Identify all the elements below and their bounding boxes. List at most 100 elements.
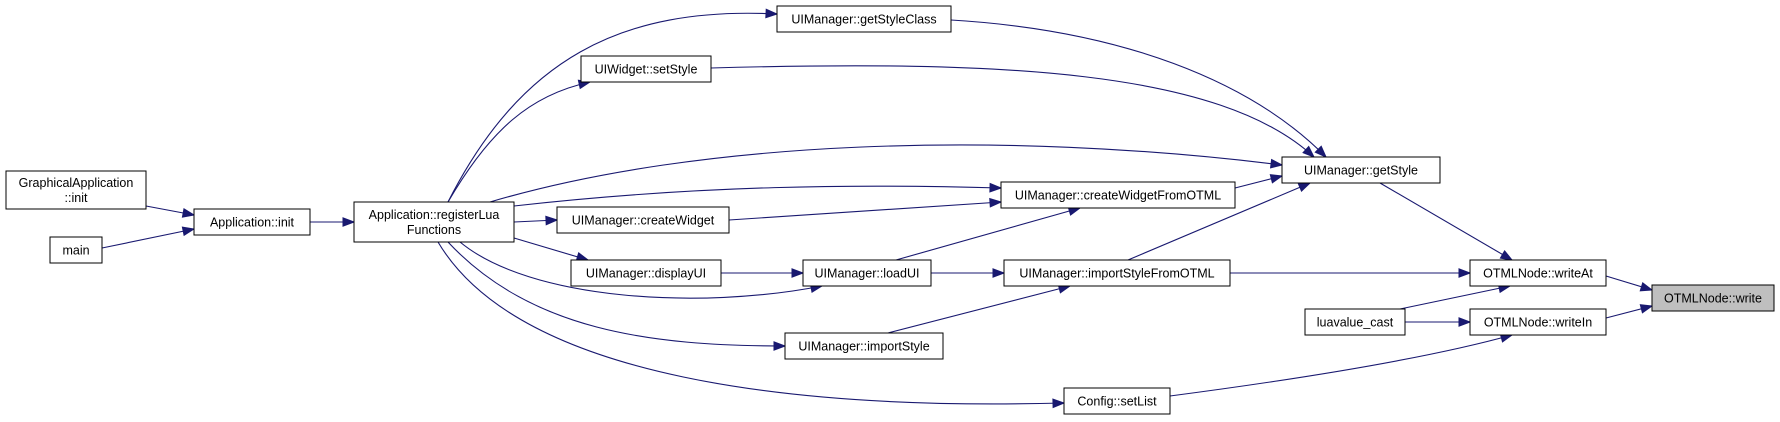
node-box [1281,156,1441,184]
node-uimanager-get-style-class[interactable]: UIManager::getStyleClass [776,5,952,33]
node-luavalue-cast[interactable]: luavalue_cast [1304,308,1406,336]
edge-register-lua-functions-to-uiwidget-set-style [447,79,592,203]
edge-uimanager-import-style-to-uimanager-import-style-from-otml [887,284,1072,334]
node-label: main [62,244,89,258]
arrowhead [765,8,779,19]
node-box [580,55,712,83]
arrowhead [773,341,787,351]
edge-register-lua-functions-to-config-set-list [437,241,1066,409]
node-label: Config::setList [1077,395,1157,409]
node-uiwidget-set-style[interactable]: UIWidget::setStyle [580,55,712,83]
node-box [802,259,932,287]
node-box [5,170,147,210]
node-label: Application::registerLua [369,208,500,222]
edge-luavalue-cast-to-otmlnode-write-in [1405,317,1472,327]
edge-application-init-to-register-lua-functions [310,217,356,227]
arrowhead [1297,182,1312,193]
node-label: Functions [407,223,461,237]
node-graphical-application-init[interactable]: GraphicalApplication::init [5,170,147,210]
node-otmlnode-write-in[interactable]: OTMLNode::writeIn [1469,308,1607,336]
node-label: Application::init [210,216,295,230]
node-box [556,206,730,234]
node-box [193,208,311,236]
node-box [1003,259,1231,287]
node-label: UIManager::createWidgetFromOTML [1015,189,1221,203]
arrowhead [992,268,1006,278]
node-label: GraphicalApplication [19,176,134,190]
node-box [570,259,722,287]
edge-uimanager-get-style-to-otmlnode-write-at [1379,182,1514,261]
arrowhead [181,208,196,218]
arrowhead [989,197,1003,208]
arrowhead [1269,174,1284,184]
node-box [1651,284,1775,312]
arrowhead [1314,145,1327,158]
arrowhead [342,217,356,227]
edge-uimanager-load-ui-to-uimanager-import-style-from-otml [931,268,1006,278]
arrowhead [1269,158,1284,169]
node-box [1304,308,1406,336]
node-box [1469,308,1607,336]
node-main[interactable]: main [49,236,103,264]
arrowhead [1458,268,1472,278]
edge-graphical-application-init-to-application-init [145,205,196,218]
edge-uimanager-create-widget-from-otml-to-uimanager-get-style [1234,174,1284,189]
node-uimanager-load-ui[interactable]: UIManager::loadUI [802,259,932,287]
node-uimanager-display-ui[interactable]: UIManager::displayUI [570,259,722,287]
edge-register-lua-functions-to-uimanager-display-ui [513,237,590,262]
node-box [1063,387,1171,415]
edge-uimanager-display-ui-to-uimanager-load-ui [721,268,805,278]
edge-register-lua-functions-to-uimanager-get-style-class [447,8,779,203]
edge-otmlnode-write-in-to-otmlnode-write [1605,304,1654,319]
arrowhead [989,182,1003,193]
edge-uimanager-import-style-from-otml-to-uimanager-get-style [1127,182,1312,261]
edge-register-lua-functions-to-uimanager-create-widget-from-otml [513,182,1003,207]
node-label: OTMLNode::writeIn [1484,316,1592,330]
arrowhead [1302,145,1316,158]
edge-luavalue-cast-to-otmlnode-write-at [1399,283,1512,310]
node-otmlnode-write-at[interactable]: OTMLNode::writeAt [1469,259,1607,287]
node-uimanager-import-style-from-otml[interactable]: UIManager::importStyleFromOTML [1003,259,1231,287]
node-label: UIManager::displayUI [586,267,706,281]
node-box [1000,181,1236,209]
node-box [1469,259,1607,287]
node-label: UIManager::createWidget [572,214,715,228]
node-label: UIManager::getStyleClass [791,13,936,27]
node-label: UIManager::importStyleFromOTML [1019,267,1214,281]
node-label: UIManager::importStyle [798,340,929,354]
edge-register-lua-functions-to-uimanager-create-widget [513,215,559,226]
arrowhead [545,215,559,226]
edge-uimanager-import-style-from-otml-to-otmlnode-write-at [1230,268,1472,278]
edge-uimanager-get-style-class-to-uimanager-get-style [950,19,1327,158]
edge-uimanager-create-widget-to-uimanager-create-widget-from-otml [728,197,1003,221]
node-box [776,5,952,33]
edge-otmlnode-write-at-to-otmlnode-write [1605,275,1654,292]
node-uimanager-create-widget[interactable]: UIManager::createWidget [556,206,730,234]
edge-uiwidget-set-style-to-uimanager-get-style [710,65,1316,158]
node-label: UIWidget::setStyle [595,63,698,77]
node-uimanager-import-style[interactable]: UIManager::importStyle [784,332,944,360]
arrowhead [1639,304,1654,314]
node-application-init[interactable]: Application::init [193,208,311,236]
node-config-set-list[interactable]: Config::setList [1063,387,1171,415]
node-otmlnode-write[interactable]: OTMLNode::write [1651,284,1775,312]
edge-register-lua-functions-to-uimanager-import-style [447,241,787,351]
arrowhead [791,268,805,278]
node-uimanager-create-widget-from-otml[interactable]: UIManager::createWidgetFromOTML [1000,181,1236,209]
arrowhead [1639,281,1654,292]
arrowhead [1499,249,1514,261]
edge-main-to-application-init [101,226,196,249]
edge-uimanager-load-ui-to-uimanager-create-widget-from-otml [895,206,1082,261]
arrowhead [1052,398,1066,409]
node-label: luavalue_cast [1317,316,1394,330]
node-box [353,201,515,243]
node-box [49,236,103,264]
edge-config-set-list-to-otmlnode-write-in [1169,333,1514,397]
edges-layer [101,8,1654,409]
node-uimanager-get-style[interactable]: UIManager::getStyle [1281,156,1441,184]
node-label: UIManager::loadUI [815,267,920,281]
node-box [784,332,944,360]
